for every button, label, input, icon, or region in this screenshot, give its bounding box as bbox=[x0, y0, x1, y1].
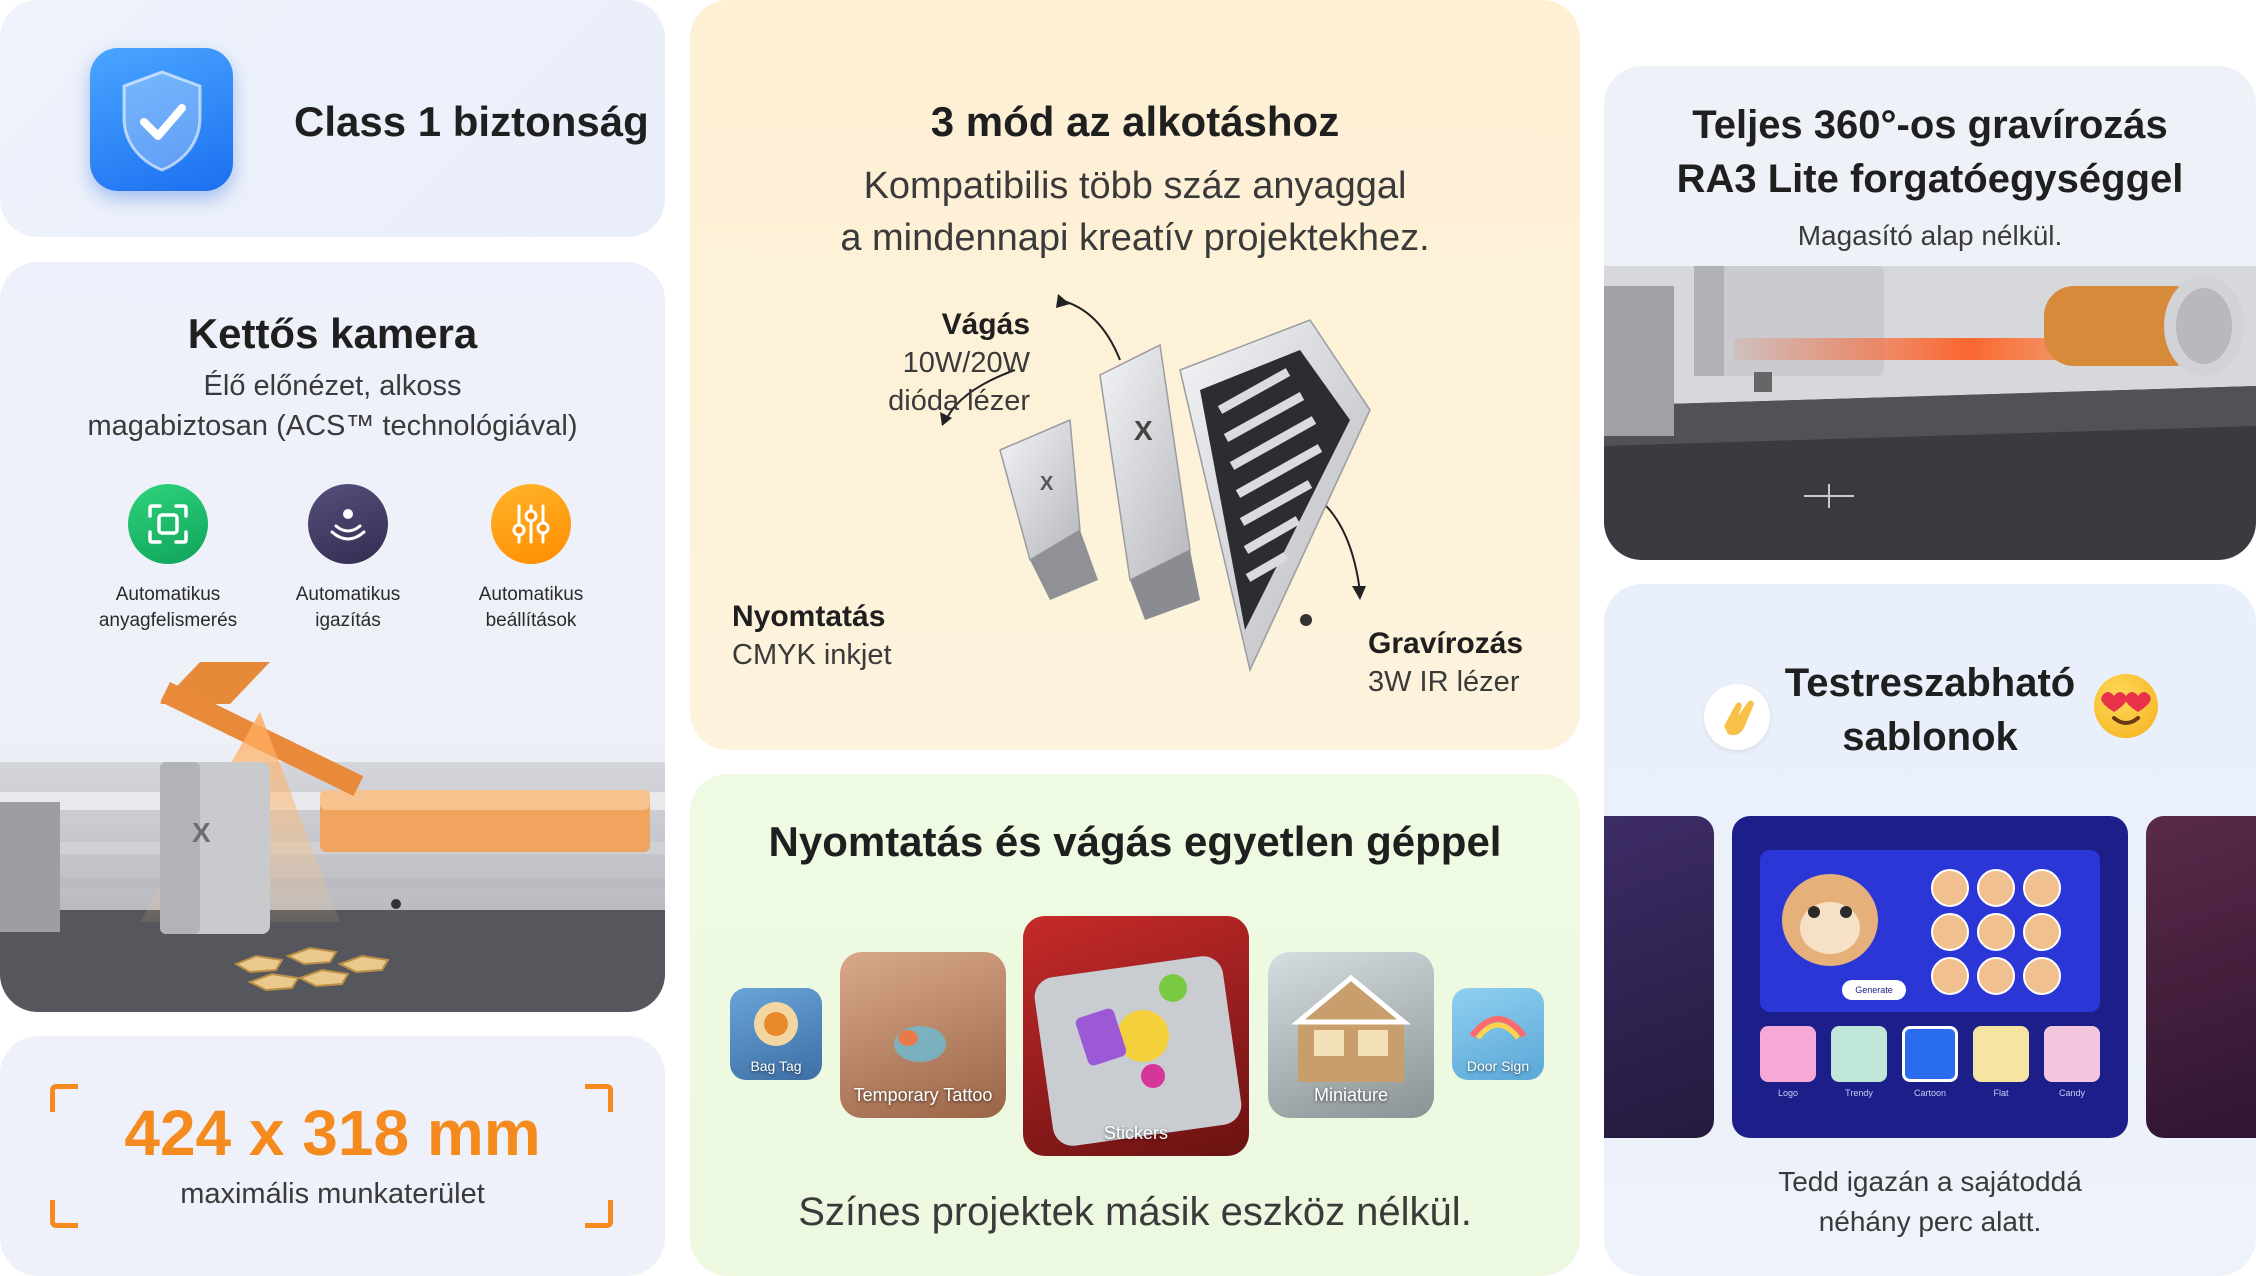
tile-miniature: Miniature bbox=[1268, 952, 1434, 1118]
shield-check-icon bbox=[90, 48, 233, 191]
mode-print-name: Nyomtatás bbox=[732, 600, 886, 633]
print-cut-card: Nyomtatás és vágás egyetlen géppel Bag T… bbox=[690, 774, 1580, 1276]
modes-subtitle-line2: a mindennapi kreatív projektekhez. bbox=[840, 217, 1430, 259]
feature-label-line2: beállítások bbox=[485, 610, 577, 631]
signal-person-icon bbox=[308, 484, 388, 564]
feature-auto-settings: Automatikus beállítások bbox=[431, 484, 631, 634]
camera-subtitle-line2: magabiztosan (ACS™ technológiával) bbox=[87, 410, 578, 442]
style-thumb-logo[interactable] bbox=[1760, 1026, 1816, 1082]
templates-title-line2: sablonok bbox=[1842, 715, 2018, 759]
tile-temporary-tattoo: Temporary Tattoo bbox=[840, 952, 1006, 1118]
frame-corner-top-left bbox=[50, 1084, 78, 1112]
template-generator-screen: Generate Logo Trendy Cartoon Flat Candy bbox=[1732, 816, 2128, 1138]
mode-print: Nyomtatás CMYK inkjet bbox=[732, 598, 892, 674]
rotary-machine-illustration bbox=[1604, 266, 2256, 560]
templates-subtitle-line2: néhány perc alatt. bbox=[1818, 1206, 2042, 1237]
camera-subtitle: Élő előnézet, alkoss magabiztosan (ACS™ … bbox=[0, 366, 665, 446]
generate-button[interactable]: Generate bbox=[1842, 980, 1906, 1000]
style-thumb-flat[interactable] bbox=[1973, 1026, 2029, 1082]
tile-label: Bag Tag bbox=[750, 1058, 802, 1074]
style-thumb-trendy[interactable] bbox=[1831, 1026, 1887, 1082]
mode-engrave-type: 3W IR lézer bbox=[1368, 666, 1520, 698]
safety-card: Class 1 biztonság bbox=[0, 0, 665, 237]
templates-title-line1: Testreszabható bbox=[1784, 661, 2076, 705]
modes-subtitle: Kompatibilis több száz anyaggal a minden… bbox=[690, 160, 1580, 264]
tile-label: Door Sign bbox=[1466, 1058, 1530, 1074]
camera-title: Kettős kamera bbox=[187, 310, 478, 357]
templates-title: Testreszabható sablonok bbox=[1604, 656, 2256, 764]
templates-subtitle-line1: Tedd igazán a sajátoddá bbox=[1778, 1166, 2082, 1197]
module-mark: X bbox=[1040, 473, 1054, 495]
style-label: Trendy bbox=[1845, 1088, 1873, 1098]
tile-label: Miniature bbox=[1313, 1085, 1389, 1105]
style-label: Flat bbox=[1993, 1088, 2009, 1098]
three-modes-card: 3 mód az alkotáshoz Kompatibilis több sz… bbox=[690, 0, 1580, 750]
module-mark: X bbox=[1134, 415, 1153, 446]
rotary-title: Teljes 360°-os gravírozás RA3 Lite forga… bbox=[1604, 98, 2256, 206]
feature-label-line1: Automatikus bbox=[115, 584, 221, 605]
feature-label-line1: Automatikus bbox=[295, 584, 401, 605]
feature-auto-alignment: Automatikus igazítás bbox=[248, 484, 448, 634]
frame-corner-bottom-right bbox=[585, 1200, 613, 1228]
rotary-subtitle: Magasító alap nélkül. bbox=[1797, 220, 2063, 251]
frame-corner-top-right bbox=[585, 1084, 613, 1112]
tile-label: Stickers bbox=[1103, 1123, 1168, 1143]
svg-text:X: X bbox=[192, 817, 211, 848]
tile-bag-tag: Bag Tag bbox=[730, 988, 822, 1080]
camera-subtitle-line1: Élő előnézet, alkoss bbox=[203, 370, 462, 402]
feature-label-line2: anyagfelismerés bbox=[98, 610, 238, 631]
dual-camera-card: Kettős kamera Élő előnézet, alkoss magab… bbox=[0, 262, 665, 1012]
feature-material-detection: Automatikus anyagfelismerés bbox=[68, 484, 268, 634]
work-area-size: 424 x 318 mm bbox=[124, 1097, 541, 1169]
mode-cut-power: 10W/20W bbox=[902, 347, 1030, 379]
templates-subtitle: Tedd igazán a sajátoddá néhány perc alat… bbox=[1604, 1162, 2256, 1242]
modes-title: 3 mód az alkotáshoz bbox=[930, 98, 1340, 145]
mode-cut-type: dióda lézer bbox=[888, 385, 1030, 417]
generator-panel: Generate bbox=[1760, 850, 2100, 1012]
mode-cut: Vágás 10W/20W dióda lézer bbox=[812, 306, 1030, 420]
mode-engrave: Gravírozás 3W IR lézer bbox=[1368, 625, 1523, 701]
style-label: Logo bbox=[1777, 1088, 1799, 1098]
laser-machine-illustration: X bbox=[0, 662, 665, 1012]
style-thumb-candy[interactable] bbox=[2044, 1026, 2100, 1082]
clapping-hands-icon bbox=[1704, 684, 1770, 750]
rotary-title-line1: Teljes 360°-os gravírozás bbox=[1692, 103, 2168, 147]
rotary-title-line2: RA3 Lite forgatóegységgel bbox=[1676, 157, 2184, 201]
rotary-card: Teljes 360°-os gravírozás RA3 Lite forga… bbox=[1604, 66, 2256, 560]
style-label: Candy bbox=[2058, 1088, 2085, 1098]
tile-label: Temporary Tattoo bbox=[853, 1085, 993, 1105]
printcut-title: Nyomtatás és vágás egyetlen géppel bbox=[768, 818, 1502, 865]
sliders-icon bbox=[491, 484, 571, 564]
modes-subtitle-line1: Kompatibilis több száz anyaggal bbox=[863, 165, 1407, 207]
mode-print-type: CMYK inkjet bbox=[732, 639, 892, 671]
tile-stickers: Stickers bbox=[1023, 916, 1249, 1156]
mode-cut-name: Vágás bbox=[941, 308, 1030, 341]
safety-title: Class 1 biztonság bbox=[294, 98, 649, 145]
heart-eyes-emoji-icon bbox=[2094, 674, 2158, 738]
work-area-card: 424 x 318 mm maximális munkaterület bbox=[0, 1036, 665, 1276]
feature-label-line1: Automatikus bbox=[478, 584, 584, 605]
mode-engrave-name: Gravírozás bbox=[1368, 627, 1524, 660]
tile-door-sign: Door Sign bbox=[1452, 988, 1544, 1080]
work-area-label: maximális munkaterület bbox=[180, 1178, 485, 1210]
style-thumb-cartoon[interactable] bbox=[1902, 1026, 1958, 1082]
templates-card: Testreszabható sablonok Generate bbox=[1604, 584, 2256, 1276]
printcut-subtitle: Színes projektek másik eszköz nélkül. bbox=[798, 1190, 1472, 1234]
style-label: Cartoon bbox=[1913, 1088, 1947, 1098]
laser-modules-illustration: X X bbox=[940, 294, 1371, 673]
frame-corner-bottom-left bbox=[50, 1200, 78, 1228]
feature-label-line2: igazítás bbox=[315, 610, 381, 631]
template-preview-right bbox=[2146, 816, 2256, 1138]
scan-frame-icon bbox=[128, 484, 208, 564]
template-preview-left bbox=[1604, 816, 1714, 1138]
